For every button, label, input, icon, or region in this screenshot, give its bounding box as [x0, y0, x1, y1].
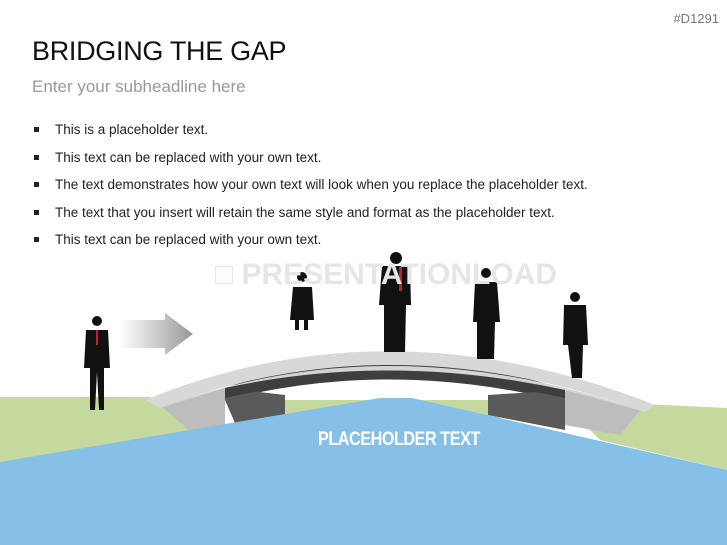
abutment-right	[565, 390, 640, 435]
bullet-list: This is a placeholder text. This text ca…	[34, 122, 588, 260]
slide-subheadline: Enter your subheadline here	[32, 77, 246, 96]
person-waiting	[84, 316, 110, 410]
person-man-right	[473, 268, 500, 359]
slide-title: BRIDGING THE GAP	[32, 36, 287, 66]
bridge-underside-band	[225, 370, 565, 398]
bullet-item: This text can be replaced with your own …	[34, 232, 588, 260]
watermark-text: PRESENTATIONLOAD	[241, 258, 558, 291]
bridge-deck	[145, 351, 655, 412]
bridge-arch-face	[160, 365, 645, 412]
bullet-item: This text can be replaced with your own …	[34, 150, 588, 178]
bullet-item: The text demonstrates how your own text …	[34, 177, 588, 205]
watermark: □ PRESENTATIONLOAD	[215, 258, 558, 291]
bullet-item: This is a placeholder text.	[34, 122, 588, 150]
water-caption: PLACEHOLDER TEXT	[318, 429, 480, 450]
water	[0, 398, 727, 545]
person-man-center	[379, 252, 411, 352]
person-woman-1	[290, 272, 314, 330]
pier-right	[488, 390, 565, 430]
bullet-item: The text that you insert will retain the…	[34, 205, 588, 233]
arrow-icon	[120, 313, 193, 355]
slide-code: #D1291	[673, 11, 719, 26]
person-woman-2	[563, 292, 588, 378]
